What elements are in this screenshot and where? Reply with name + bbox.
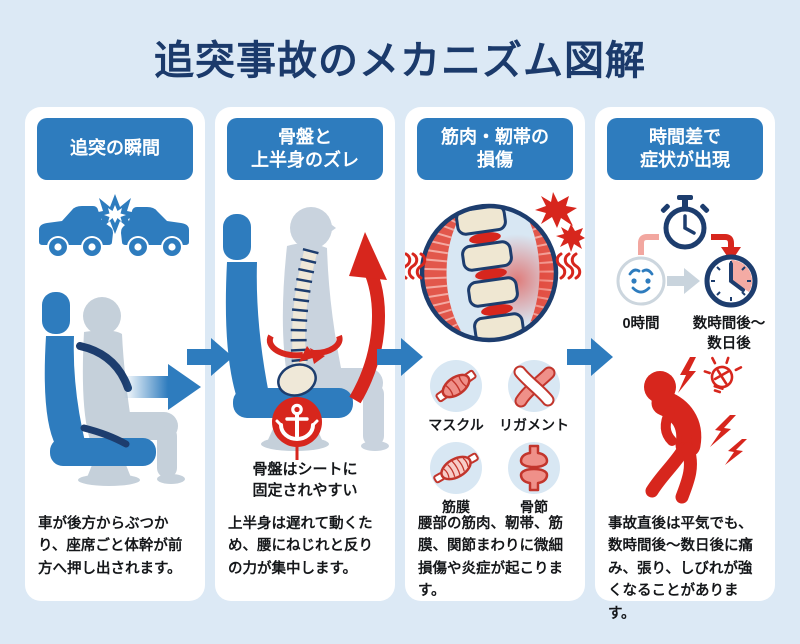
step-2-description: 上半身は遅れて動くため、腰にねじれと反りの力が集中します。 (228, 516, 373, 577)
step-4-description: 事故直後は平気でも、数時間後〜数日後に痛み、張り、しびれが強くなることがあります… (608, 516, 753, 622)
lumbar-inflammation-illustration (405, 192, 585, 343)
flow-arrow-2 (377, 338, 423, 376)
tissue-icon-grid: マスクル リガメント (405, 359, 585, 517)
tissue-muscle: マスクル (428, 359, 484, 435)
step-card-tissue-damage: 筋肉・靭帯の 損傷 (405, 107, 585, 601)
back-pain-person-icon (644, 356, 747, 504)
step-1-description: 車が後方からぶつかり、座席ごと体幹が前方へ押し出されます。 (38, 516, 183, 577)
pain-wave-icon (405, 252, 582, 280)
late-clock-icon (704, 254, 758, 308)
tissue-label-fascia: 筋膜 (442, 499, 470, 515)
flow-arrow-3 (567, 338, 613, 376)
time-lapse-arrow (667, 268, 700, 294)
step-1-header-badge: 追突の瞬間 (37, 118, 193, 180)
stopwatch-icon (660, 195, 710, 250)
step-card-delayed-symptoms: 時間差で 症状が出現 (595, 107, 775, 622)
calm-face-icon (616, 256, 666, 306)
step-card-pelvis-shift: 骨盤と 上半身のズレ 骨盤はシートに (215, 107, 395, 601)
step-2-header-badge: 骨盤と 上半身のズレ (227, 118, 383, 180)
muscle-icon (430, 360, 482, 412)
spine-twist-seat-illustration (223, 207, 389, 460)
step-4-header-badge: 時間差で 症状が出現 (607, 118, 763, 180)
tissue-ligament: リガメント (499, 359, 569, 435)
flow-arrow-1 (187, 338, 233, 376)
tissue-label-muscle: マスクル (428, 417, 484, 433)
shock-bolt-icon (678, 357, 696, 393)
timeline-end-label: 数時間後〜 数日後 (692, 316, 766, 352)
step-2-header-label: 骨盤と 上半身のズレ (251, 126, 359, 170)
timeline-illustration (616, 195, 758, 308)
seated-person-pushed-forward-illustration (41, 292, 201, 486)
forward-force-arrow (123, 376, 168, 398)
tissue-fascia: 筋膜 (429, 441, 483, 517)
fascia-icon (430, 442, 482, 494)
step-3-description: 腰部の筋肉、靭帯、筋膜、関節まわりに微細損傷や炎症が起こります。 (418, 516, 563, 600)
tissue-label-joint: 骨節 (520, 499, 548, 515)
pain-burst-icon (535, 192, 577, 228)
step-3-header-badge: 筋肉・靭帯の 損傷 (417, 118, 573, 180)
pain-bolt-icon (710, 415, 736, 447)
timeline-start-label: 0時間 (622, 316, 660, 332)
step-card-impact: 追突の瞬間 (25, 107, 205, 601)
page-title: 追突事故のメカニズム図解 (154, 39, 646, 83)
car-crash-icon (39, 194, 189, 258)
pelvis-caption: 骨盤はシートに 固定されやすい (252, 461, 358, 499)
step-3-header-label: 筋肉・靭帯の 損傷 (441, 126, 549, 170)
tissue-joint: 骨節 (507, 441, 561, 517)
step-4-header-label: 時間差で 症状が出現 (640, 126, 730, 170)
ligament-icon (508, 360, 560, 412)
tissue-label-ligament: リガメント (499, 417, 569, 433)
symptom-timeline: 0時間 数時間後〜 数日後 (595, 193, 775, 355)
pelvis-icon (277, 363, 317, 397)
step-1-header-label: 追突の瞬間 (70, 138, 160, 159)
upper-body-motion-arrow (349, 265, 385, 404)
joint-icon (508, 442, 560, 494)
pain-bulb-icon (703, 356, 743, 394)
